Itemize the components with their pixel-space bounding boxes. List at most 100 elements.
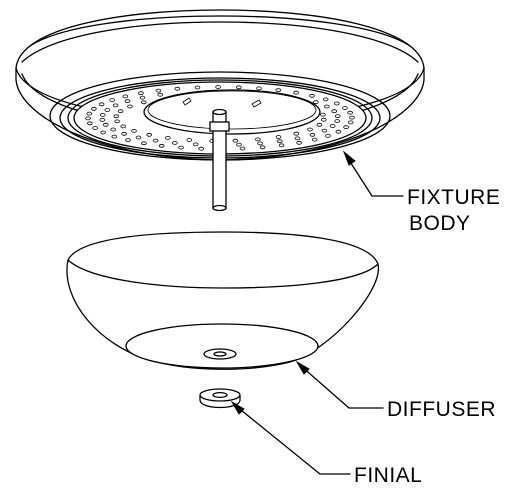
mounting-hole — [307, 127, 313, 132]
mounting-hole — [111, 134, 118, 139]
mounting-hole — [198, 146, 205, 151]
mounting-hole — [194, 85, 201, 90]
mounting-hole — [100, 113, 106, 117]
fixture-body-slot-right — [251, 99, 262, 108]
finial — [199, 388, 241, 409]
mounting-hole — [165, 135, 171, 140]
fixture-body-rod-end — [212, 204, 227, 212]
mounting-hole — [92, 126, 98, 130]
mounting-hole — [316, 122, 323, 127]
mounting-hole — [236, 142, 242, 147]
mounting-hole — [335, 129, 342, 134]
mounting-hole — [296, 140, 302, 145]
mounting-hole — [323, 104, 330, 109]
mounting-hole — [127, 104, 133, 109]
mounting-hole — [309, 93, 315, 98]
fixture-body-center-hub — [143, 89, 321, 135]
mounting-hole — [325, 133, 331, 138]
mounting-hole — [276, 139, 283, 144]
mounting-hole — [114, 119, 120, 124]
mounting-hole — [275, 88, 282, 93]
mounting-hole — [135, 135, 142, 140]
callout-finial: FINIAL — [230, 400, 422, 487]
mounting-hole — [312, 100, 319, 105]
mounting-hole — [178, 145, 184, 150]
mounting-hole — [155, 88, 162, 93]
mounting-hole — [186, 138, 193, 142]
mounting-hole — [215, 85, 221, 89]
arrow-head-finial — [230, 400, 245, 415]
mounting-hole — [122, 94, 129, 99]
mounting-hole — [86, 111, 93, 116]
mounting-hole — [87, 121, 93, 126]
mounting-hole — [85, 116, 91, 121]
leader-line-diffuser — [300, 365, 384, 409]
mounting-hole — [174, 86, 181, 91]
mounting-hole — [257, 141, 263, 146]
mounting-hole — [320, 117, 327, 122]
fixture-body-center-hub-edge — [147, 90, 317, 130]
mounting-hole — [141, 100, 147, 105]
mounting-hole — [232, 138, 239, 143]
label-fixture-body-line1: FIXTURE — [407, 186, 500, 209]
mounting-hole — [146, 132, 153, 137]
mounting-hole — [342, 106, 348, 110]
mounting-hole — [172, 140, 178, 145]
mounting-hole — [239, 146, 246, 151]
mounting-hole — [125, 138, 131, 143]
label-finial: FINIAL — [354, 464, 422, 487]
mounting-hole — [104, 108, 111, 112]
mounting-hole — [347, 120, 354, 125]
mounting-hole — [320, 112, 326, 117]
leader-line-finial — [235, 405, 351, 475]
mounting-hole — [309, 132, 316, 137]
fixture-body-rim-shoulder — [21, 21, 419, 63]
mounting-hole — [110, 127, 116, 132]
mounting-hole — [99, 118, 106, 122]
mounting-hole — [113, 114, 120, 119]
label-diffuser: DIFFUSER — [387, 398, 496, 421]
callout-fixture-body: FIXTURE BODY — [342, 150, 500, 235]
arrow-head-diffuser — [295, 360, 310, 375]
mounting-hole — [103, 122, 109, 127]
mounting-hole — [334, 114, 341, 118]
mounting-hole — [293, 90, 299, 95]
diffuser-bottom-flat — [125, 323, 319, 369]
finial-socket — [212, 391, 228, 399]
mounting-hole — [141, 141, 147, 146]
diffuser — [66, 231, 380, 370]
fixture-body-rim-lip — [29, 15, 411, 47]
mounting-hole — [322, 97, 329, 102]
mounting-hole — [293, 131, 300, 136]
fixture-body-rod-collar — [209, 121, 230, 132]
mounting-hole — [121, 131, 127, 136]
fixture-body-mounting-holes — [85, 85, 355, 151]
mounting-hole — [152, 138, 159, 143]
mounting-hole — [329, 124, 336, 128]
arrow-head-fixture-body — [342, 150, 356, 166]
mounting-hole — [343, 125, 349, 130]
diffuser-center-hole-inner — [213, 351, 227, 357]
mounting-hole — [321, 128, 328, 133]
mounting-hole — [98, 102, 105, 107]
fixture-body — [15, 9, 425, 212]
mounting-hole — [333, 101, 340, 106]
mounting-hole — [256, 86, 262, 91]
mounting-hole — [275, 135, 282, 139]
leader-line-fixture-body — [346, 156, 404, 197]
mounting-hole — [334, 119, 341, 123]
mounting-hole — [294, 136, 301, 141]
mounting-hole — [259, 145, 266, 150]
mounting-hole — [311, 137, 318, 142]
mounting-hole — [91, 106, 97, 111]
fixture-body-rod-top — [212, 108, 227, 116]
mounting-hole — [278, 143, 285, 148]
mounting-hole — [349, 115, 355, 120]
mounting-hole — [100, 130, 106, 135]
mounting-hole — [117, 109, 124, 114]
mounting-hole — [138, 91, 144, 96]
mounting-hole — [236, 85, 242, 90]
mounting-hole — [109, 98, 115, 102]
mounting-hole — [120, 124, 126, 129]
